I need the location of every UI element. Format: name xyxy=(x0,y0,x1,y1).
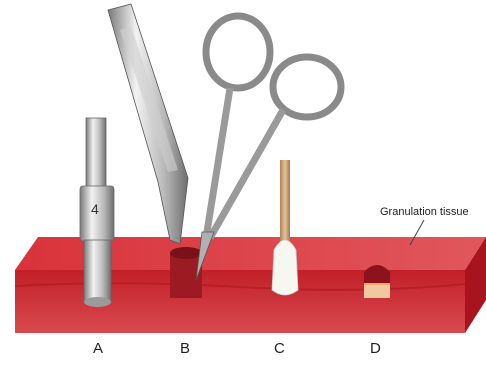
scissors-ring-left xyxy=(206,16,270,88)
tissue-front-face xyxy=(15,270,465,333)
panel-label-b: B xyxy=(180,340,190,357)
excised-wound-icon xyxy=(364,265,390,298)
punch-barrel xyxy=(84,240,111,302)
cotton-swab-icon xyxy=(272,160,298,295)
punch-shaft xyxy=(86,118,106,188)
punch-tip xyxy=(84,297,111,307)
swab-cotton-tip xyxy=(272,240,298,295)
panel-label-c: C xyxy=(274,340,285,357)
swab-stick xyxy=(280,160,290,250)
granulation-tissue-label: Granulation tissue xyxy=(380,206,469,218)
punch-size-label: 4 xyxy=(91,201,99,217)
forceps-icon xyxy=(108,4,188,244)
wound-base xyxy=(364,284,390,298)
scissors-ring-right xyxy=(273,57,341,117)
panel-label-a: A xyxy=(93,340,103,357)
forceps-arm xyxy=(108,4,188,244)
panel-label-d: D xyxy=(370,340,381,357)
